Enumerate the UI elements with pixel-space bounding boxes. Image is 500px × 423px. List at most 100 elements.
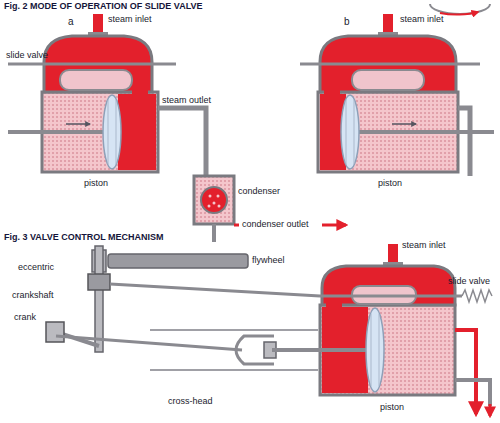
exhaust-pipe bbox=[455, 380, 490, 406]
piston bbox=[371, 314, 372, 386]
condenser bbox=[208, 205, 211, 208]
eccentric bbox=[88, 274, 110, 290]
part-label: flywheel bbox=[252, 255, 285, 266]
condenser bbox=[212, 224, 216, 242]
part-label: steam inlet bbox=[400, 14, 444, 25]
steam-chest bbox=[322, 266, 455, 305]
piston-rod bbox=[356, 130, 494, 134]
piston bbox=[341, 95, 359, 169]
crank bbox=[46, 322, 99, 346]
steam-outlet-pipe bbox=[458, 108, 470, 176]
part-label: slide valve bbox=[6, 50, 48, 61]
motion-arrow bbox=[66, 123, 90, 125]
crankshaft bbox=[95, 246, 103, 352]
part-label: piston bbox=[378, 178, 402, 189]
steam-chest bbox=[324, 86, 340, 96]
exhaust-pipe bbox=[489, 404, 492, 416]
part-label: slide valve bbox=[448, 276, 490, 287]
piston bbox=[341, 95, 359, 169]
valve-spring bbox=[462, 290, 492, 302]
connecting-rod bbox=[56, 336, 242, 350]
view-letter: b bbox=[344, 16, 350, 27]
steam-outlet-pipe bbox=[458, 108, 470, 176]
valve-spring bbox=[462, 290, 492, 302]
cross-head bbox=[236, 336, 276, 364]
condenser bbox=[194, 176, 346, 242]
piston bbox=[116, 100, 117, 164]
part-label: crankshaft bbox=[12, 290, 54, 301]
motion-arrow bbox=[392, 123, 416, 125]
condenser bbox=[322, 224, 346, 227]
piston bbox=[103, 95, 121, 169]
figure-heading: Fig. 3 VALVE CONTROL MECHANISM bbox=[4, 232, 164, 243]
part-label: piston bbox=[380, 402, 404, 413]
slide-valve bbox=[352, 70, 424, 90]
part-label: steam inlet bbox=[108, 14, 152, 25]
steam-outlet-pipe bbox=[158, 108, 206, 176]
steam-outlet-pipe bbox=[158, 108, 206, 176]
piston bbox=[366, 308, 384, 392]
rotation-arrow bbox=[430, 4, 490, 14]
flywheel bbox=[108, 254, 248, 268]
slide-valve bbox=[320, 295, 462, 298]
condenser bbox=[234, 224, 239, 227]
slide-valve bbox=[60, 70, 132, 90]
engine-cylinder bbox=[118, 94, 156, 170]
condenser bbox=[213, 202, 216, 205]
condenser bbox=[218, 205, 221, 208]
exhaust-pipe bbox=[455, 330, 490, 416]
piston-rod bbox=[272, 350, 370, 351]
flywheel bbox=[92, 250, 248, 272]
steam-inlet-pipe bbox=[378, 14, 398, 38]
condenser bbox=[217, 195, 220, 198]
steam-chest bbox=[326, 300, 342, 310]
piston bbox=[354, 100, 355, 164]
part-label: steam outlet bbox=[162, 95, 211, 106]
connecting-rod bbox=[56, 336, 242, 350]
steam-chest bbox=[132, 86, 148, 96]
part-label: eccentric bbox=[18, 262, 54, 273]
crosshead-guide bbox=[150, 369, 318, 371]
piston bbox=[346, 100, 347, 164]
slide-valve bbox=[300, 63, 480, 66]
condenser bbox=[201, 187, 227, 213]
part-label: steam inlet bbox=[402, 240, 446, 251]
steam-chest bbox=[320, 36, 456, 96]
steam-inlet-pipe bbox=[88, 14, 108, 38]
part-label: condenser outlet bbox=[242, 219, 309, 230]
figure-heading: Fig. 2 MODE OF OPERATION OF SLIDE VALVE bbox=[4, 1, 203, 12]
part-label: cross-head bbox=[168, 396, 213, 407]
part-label: condenser bbox=[238, 186, 280, 197]
crosshead-guide bbox=[150, 329, 318, 331]
part-label: piston bbox=[84, 178, 108, 189]
piston bbox=[108, 100, 109, 164]
exhaust-pipe bbox=[455, 330, 476, 414]
piston bbox=[366, 308, 384, 392]
piston bbox=[103, 95, 121, 169]
slide-valve bbox=[300, 64, 480, 90]
eccentric bbox=[88, 274, 320, 296]
crankshaft bbox=[95, 246, 103, 352]
slide-valve bbox=[8, 64, 176, 90]
slide-valve bbox=[320, 286, 462, 304]
condenser bbox=[209, 195, 212, 198]
motion-arrow bbox=[392, 124, 416, 125]
rotation-arrow bbox=[440, 12, 478, 15]
piston bbox=[379, 314, 380, 386]
piston-rod bbox=[272, 348, 370, 352]
steam-inlet-pipe bbox=[383, 244, 403, 268]
condenser bbox=[194, 176, 234, 224]
steam-chest bbox=[322, 266, 455, 310]
rotation-arrow bbox=[430, 4, 490, 15]
piston-rod bbox=[356, 132, 494, 133]
part-label: crank bbox=[14, 312, 36, 323]
motion-arrow bbox=[66, 124, 90, 125]
steam-chest bbox=[44, 36, 152, 96]
piston-rod bbox=[8, 130, 108, 134]
piston-rod bbox=[8, 132, 108, 133]
slide-valve bbox=[8, 63, 176, 66]
eccentric bbox=[110, 284, 320, 296]
view-letter: a bbox=[68, 16, 74, 27]
crank bbox=[46, 322, 64, 342]
